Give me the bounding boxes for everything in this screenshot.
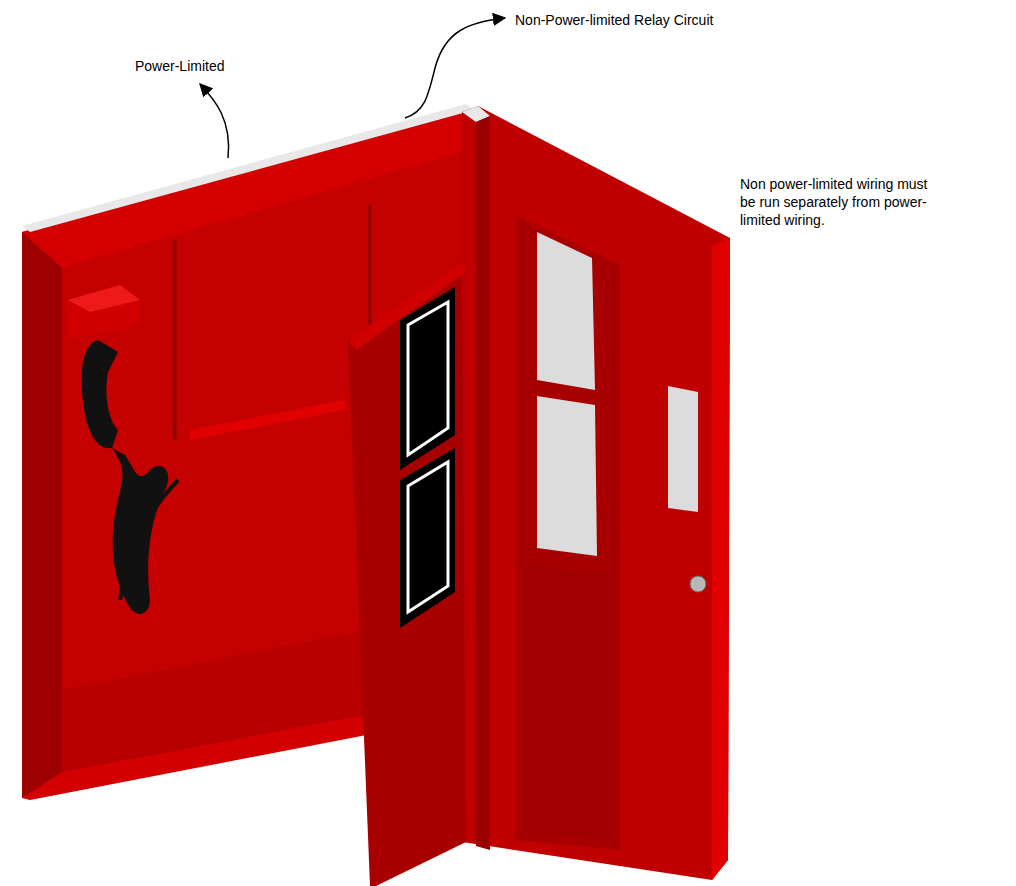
leader-arrow — [405, 18, 505, 118]
inner-panel-door — [348, 262, 466, 886]
note-text: Non power-limited wiring must be run sep… — [740, 175, 932, 229]
leader-arrow — [200, 84, 229, 158]
callout-label: Power-Limited — [135, 57, 224, 75]
cabinet-door — [462, 106, 730, 880]
callout-label: Non-Power-limited Relay Circuit — [515, 11, 713, 29]
